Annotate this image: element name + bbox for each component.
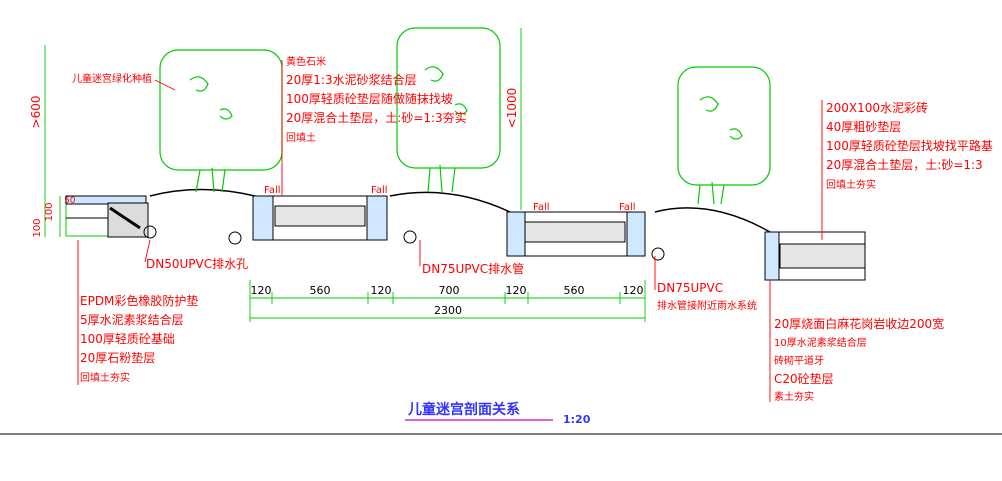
drawing-scale: 1:20 xyxy=(563,413,591,426)
top-mid-line-4: 20厚混合土垫层，土:砂=1:3夯实 xyxy=(286,110,467,125)
fall-label-1: Fall xyxy=(264,185,281,196)
tree-left xyxy=(159,49,283,193)
height-mid-tree: <1000 xyxy=(505,88,519,129)
top-mid-line-5: 回填土 xyxy=(286,131,316,144)
bottom-left-line-1: EPDM彩色橡胶防护垫 xyxy=(80,293,198,308)
bottom-right-line-1: 20厚烧面白麻花岗岩收边200宽 xyxy=(774,316,944,331)
dim-seg-6: 560 xyxy=(564,284,585,297)
mound-3 xyxy=(654,207,771,233)
pipe-right-label-a: DN75UPVC xyxy=(657,281,723,295)
pipe-left-label: DN50UPVC排水孔 xyxy=(146,257,248,271)
top-mid-line-1: 黄色石米 xyxy=(286,55,326,68)
top-right-line-3: 100厚轻质砼垫层找坡找平路基 xyxy=(826,138,993,153)
planting-label: 儿童迷宫绿化种植 xyxy=(72,72,152,85)
dim-seg-5: 120 xyxy=(506,284,527,297)
left-base-c: 50 xyxy=(64,196,76,206)
dim-seg-4: 700 xyxy=(439,284,460,297)
bottom-right-line-5: 素土夯实 xyxy=(774,390,814,403)
path-section-1 xyxy=(228,195,417,245)
mound-1 xyxy=(149,188,256,197)
top-right-line-4: 20厚混合土垫层，土:砂=1:3 xyxy=(826,157,983,172)
fall-label-2: Fall xyxy=(371,185,388,196)
tree-right xyxy=(677,66,771,205)
tree-middle xyxy=(396,27,501,193)
top-right-line-5: 回填土夯实 xyxy=(826,178,876,191)
fall-label-3: Fall xyxy=(533,202,550,213)
height-left-tree: >600 xyxy=(29,96,43,129)
top-right-line-2: 40厚粗砂垫层 xyxy=(826,119,901,134)
top-mid-line-2: 20厚1:3水泥砂浆结合层 xyxy=(286,72,417,87)
leader-lines xyxy=(77,60,823,402)
bottom-left-line-5: 回填土夯实 xyxy=(80,371,130,384)
top-mid-line-3: 100厚轻质砼垫层随做随抹找坡 xyxy=(286,91,453,106)
top-right-line-1: 200X100水泥彩砖 xyxy=(826,100,928,115)
dim-seg-7: 120 xyxy=(623,284,644,297)
bottom-left-line-3: 100厚轻质砼基础 xyxy=(80,332,175,346)
path-section-2 xyxy=(506,211,665,261)
mound-2 xyxy=(389,191,511,213)
bottom-left-line-2: 5厚水泥素浆结合层 xyxy=(80,312,184,327)
left-base-detail xyxy=(65,195,157,239)
dim-seg-2: 560 xyxy=(310,284,331,297)
dim-seg-3: 120 xyxy=(371,284,392,297)
left-base-b: 100 xyxy=(44,202,55,221)
dim-total: 2300 xyxy=(434,304,462,317)
dim-seg-1: 120 xyxy=(251,284,272,297)
bottom-right-line-2: 10厚水泥素浆结合层 xyxy=(774,336,867,349)
pipe-right-label-b: 排水管接附近雨水系统 xyxy=(657,299,757,312)
bottom-left-line-4: 20厚石粉垫层 xyxy=(80,350,155,365)
fall-label-4: Fall xyxy=(619,202,636,213)
dimension-lines xyxy=(44,28,646,322)
drawing-title: 儿童迷宫剖面关系 xyxy=(407,401,520,418)
left-base-a: 100 xyxy=(32,218,43,237)
bottom-right-line-3: 砖砌平道牙 xyxy=(774,354,824,367)
pipe-mid-label: DN75UPVC排水管 xyxy=(422,261,524,276)
bottom-right-line-4: C20砼垫层 xyxy=(774,371,834,386)
right-edge-detail xyxy=(764,231,866,281)
